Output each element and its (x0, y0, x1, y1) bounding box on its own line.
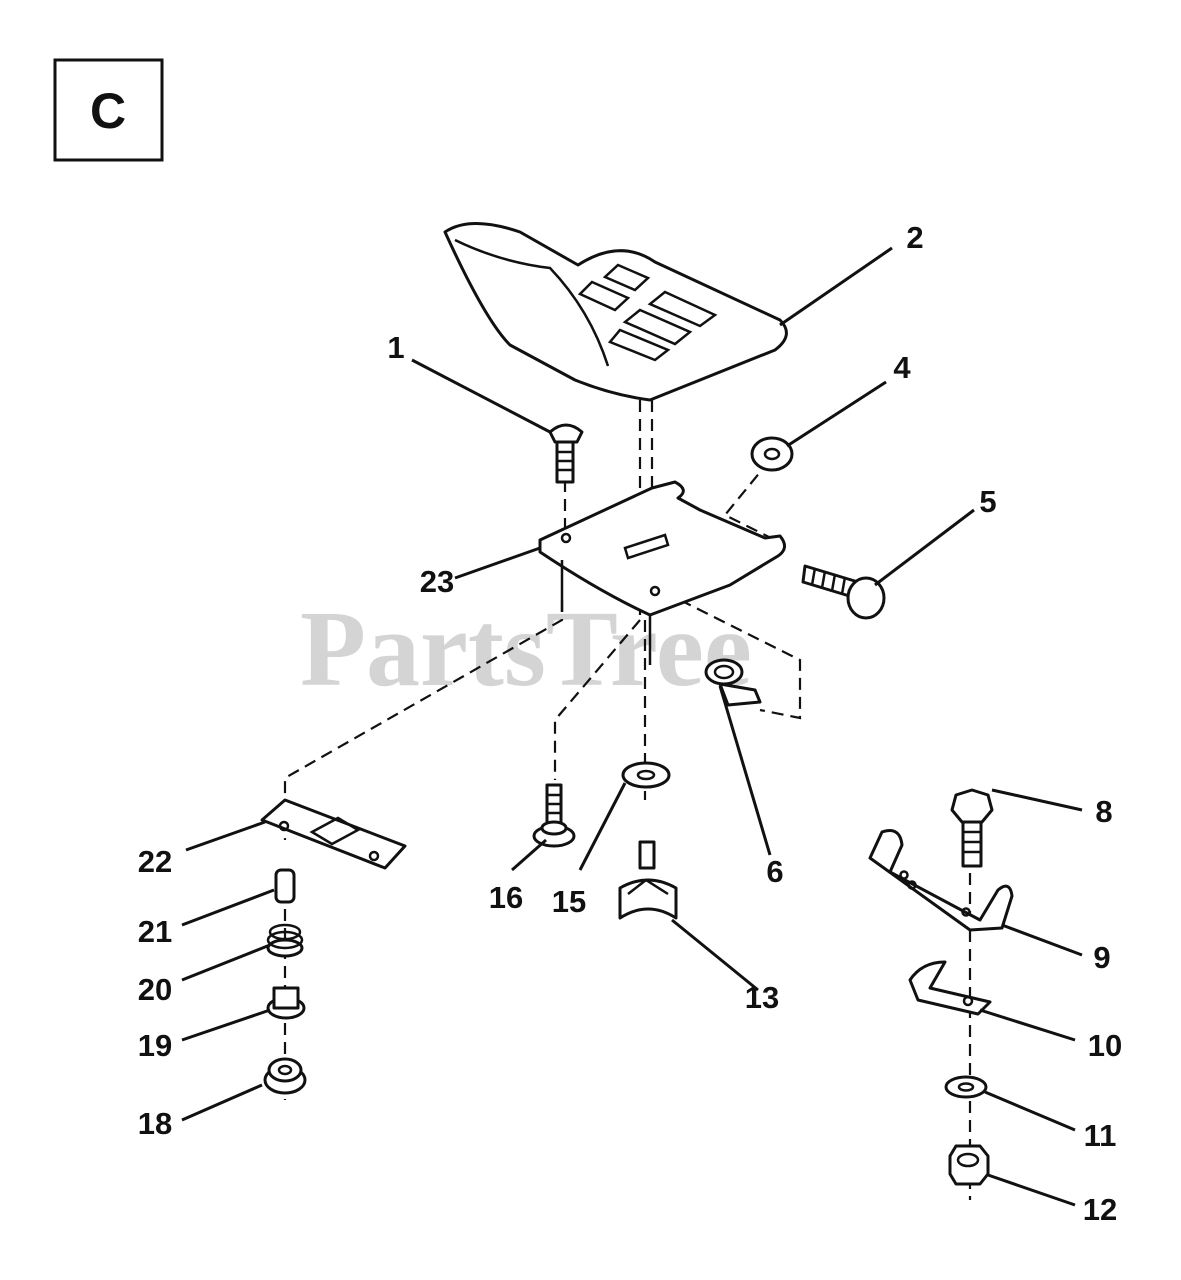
cable-clamp[interactable] (704, 658, 762, 707)
shoulder-bolt[interactable] (532, 783, 576, 848)
label-11: 11 (1084, 1118, 1117, 1153)
label-15: 15 (552, 884, 586, 919)
watermark: PartsTree (300, 590, 752, 709)
label-2: 2 (906, 220, 923, 255)
carriage-hex-bolt[interactable] (950, 788, 994, 868)
section-badge: C (53, 58, 164, 162)
flange-nut[interactable] (263, 1057, 307, 1095)
label-19: 19 (138, 1028, 172, 1063)
label-1: 1 (387, 330, 404, 365)
washer[interactable] (621, 761, 671, 789)
flat-washer[interactable] (944, 1075, 988, 1099)
spring[interactable] (266, 923, 304, 958)
latch-plate[interactable] (260, 798, 407, 870)
label-16: 16 (489, 880, 523, 915)
spring-clip[interactable] (908, 960, 992, 1016)
label-6: 6 (766, 854, 783, 889)
label-4: 4 (893, 350, 911, 385)
label-12: 12 (1083, 1192, 1117, 1227)
leader-lines (181, 246, 1083, 1207)
label-21: 21 (138, 914, 172, 949)
carriage-bolt[interactable] (548, 423, 584, 484)
label-9: 9 (1093, 940, 1110, 975)
bushing[interactable] (266, 986, 306, 1020)
mounting-bracket[interactable] (868, 829, 1014, 932)
seat-pan[interactable] (538, 480, 786, 665)
hex-nut[interactable] (750, 436, 794, 472)
seat[interactable] (443, 222, 788, 402)
label-13: 13 (745, 980, 779, 1015)
label-23: 23 (420, 564, 454, 599)
label-10: 10 (1088, 1028, 1122, 1063)
section-letter: C (90, 83, 126, 139)
seat-knob[interactable] (618, 840, 678, 920)
label-22: 22 (138, 844, 172, 879)
label-18: 18 (138, 1106, 172, 1141)
pin[interactable] (274, 868, 296, 904)
lock-nut[interactable] (948, 1144, 990, 1186)
label-5: 5 (979, 484, 996, 519)
label-20: 20 (138, 972, 172, 1007)
hex-bolt[interactable] (801, 564, 886, 620)
part-labels: 1 2 4 5 6 8 9 10 11 12 13 15 16 18 19 20… (138, 220, 1122, 1227)
label-8: 8 (1095, 794, 1112, 829)
